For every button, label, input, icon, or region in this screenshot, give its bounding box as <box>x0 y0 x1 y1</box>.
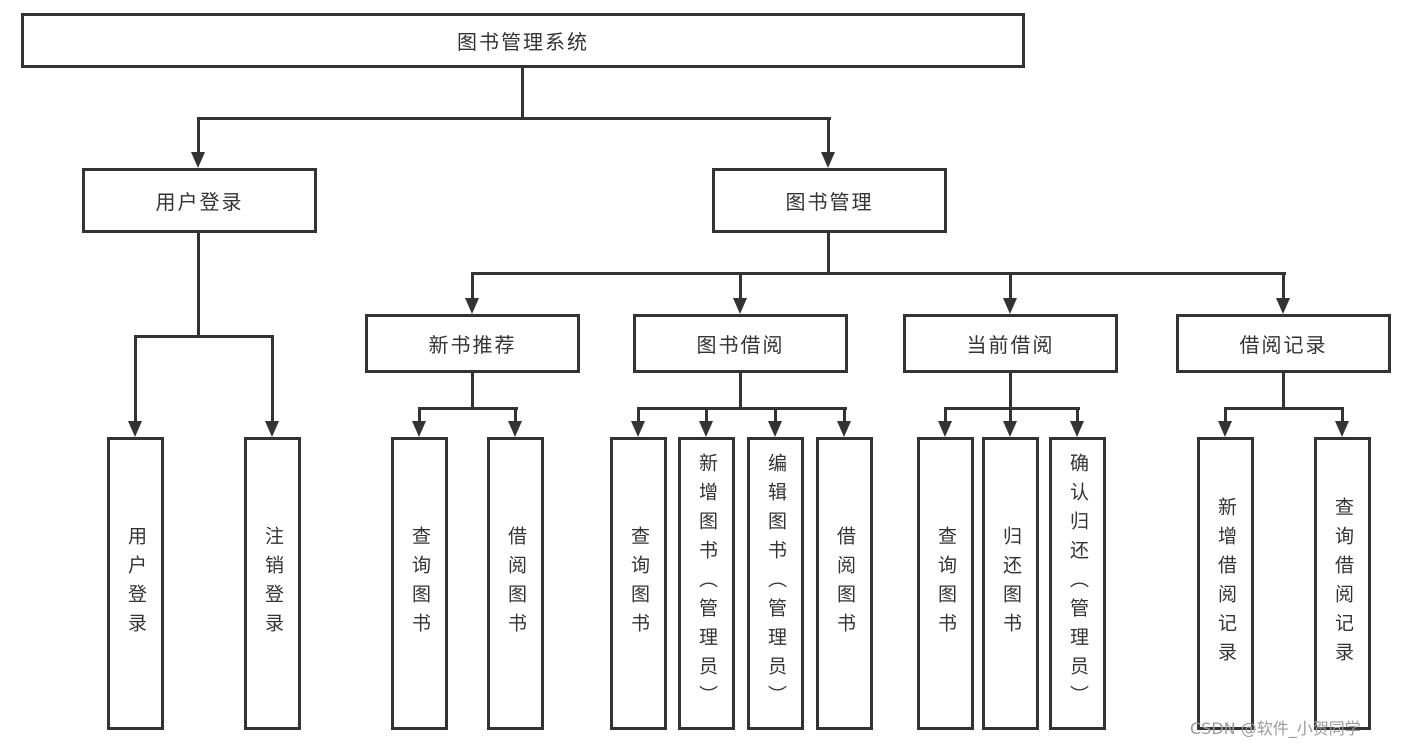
connector-line <box>1282 373 1285 410</box>
arrow-down-icon <box>1003 421 1017 437</box>
connector-line <box>774 407 777 423</box>
connector-line <box>1009 272 1012 302</box>
connector-line <box>271 335 274 424</box>
connector-line <box>827 233 830 275</box>
connector-line <box>471 272 474 302</box>
arrow-down-icon <box>1070 421 1084 437</box>
arrow-down-icon <box>265 421 279 437</box>
leaf-confirm-return-admin: 确认归还（管理员） <box>1049 437 1106 730</box>
connector-line <box>418 407 518 410</box>
connector-line <box>514 407 517 423</box>
connector-line <box>134 335 137 424</box>
arrow-down-icon <box>1003 298 1017 314</box>
arrow-down-icon <box>768 421 782 437</box>
connector-line <box>197 233 200 337</box>
arrow-down-icon <box>412 421 426 437</box>
connector-line <box>843 407 846 423</box>
arrow-down-icon <box>938 421 952 437</box>
connector-line <box>637 407 847 410</box>
node-current-borrowing: 当前借阅 <box>903 314 1118 373</box>
connector-line <box>739 373 742 410</box>
connector-line <box>521 68 524 120</box>
connector-line <box>197 117 831 120</box>
node-new-book-recommendation: 新书推荐 <box>365 314 580 373</box>
connector-line <box>471 373 474 410</box>
leaf-user-login: 用户登录 <box>107 437 164 730</box>
leaf-query-books-borrowing: 查询图书 <box>610 437 667 730</box>
arrow-down-icon <box>699 421 713 437</box>
connector-line <box>134 335 274 338</box>
arrow-down-icon <box>631 421 645 437</box>
arrow-down-icon <box>191 152 205 168</box>
arrow-down-icon <box>465 298 479 314</box>
connector-line <box>739 272 742 302</box>
connector-line <box>197 117 200 155</box>
connector-line <box>637 407 640 423</box>
connector-line <box>1009 373 1012 410</box>
connector-line <box>471 272 1286 275</box>
node-book-borrowing: 图书借阅 <box>633 314 848 373</box>
arrow-down-icon <box>821 152 835 168</box>
leaf-query-books-current: 查询图书 <box>917 437 974 730</box>
node-book-management-system: 图书管理系统 <box>21 13 1025 68</box>
connector-line <box>1282 272 1285 302</box>
node-borrowing-records: 借阅记录 <box>1176 314 1391 373</box>
connector-line <box>944 407 947 423</box>
connector-line <box>705 407 708 423</box>
connector-line <box>1341 407 1344 423</box>
node-user-login: 用户登录 <box>82 168 317 233</box>
leaf-query-borrow-record: 查询借阅记录 <box>1314 437 1371 730</box>
connector-line <box>1076 407 1079 423</box>
arrow-down-icon <box>1335 421 1349 437</box>
arrow-down-icon <box>837 421 851 437</box>
arrow-down-icon <box>733 298 747 314</box>
connector-line <box>418 407 421 423</box>
leaf-edit-books-admin: 编辑图书（管理员） <box>747 437 804 730</box>
connector-line <box>1224 407 1344 410</box>
arrow-down-icon <box>508 421 522 437</box>
arrow-down-icon <box>128 421 142 437</box>
leaf-return-books: 归还图书 <box>982 437 1039 730</box>
arrow-down-icon <box>1276 298 1290 314</box>
leaf-logout: 注销登录 <box>244 437 301 730</box>
leaf-add-books-admin: 新增图书（管理员） <box>678 437 735 730</box>
connector-line <box>1224 407 1227 423</box>
arrow-down-icon <box>1218 421 1232 437</box>
leaf-borrow-books-recommendation: 借阅图书 <box>487 437 544 730</box>
csdn-watermark: CSDN @软件_小贺同学 <box>1190 719 1361 738</box>
leaf-query-books-recommendation: 查询图书 <box>391 437 448 730</box>
leaf-add-borrow-record: 新增借阅记录 <box>1197 437 1254 730</box>
connector-line <box>944 407 1080 410</box>
node-book-management: 图书管理 <box>712 168 947 233</box>
leaf-borrow-books-borrowing: 借阅图书 <box>816 437 873 730</box>
connector-line <box>1009 407 1012 423</box>
connector-line <box>827 117 830 155</box>
